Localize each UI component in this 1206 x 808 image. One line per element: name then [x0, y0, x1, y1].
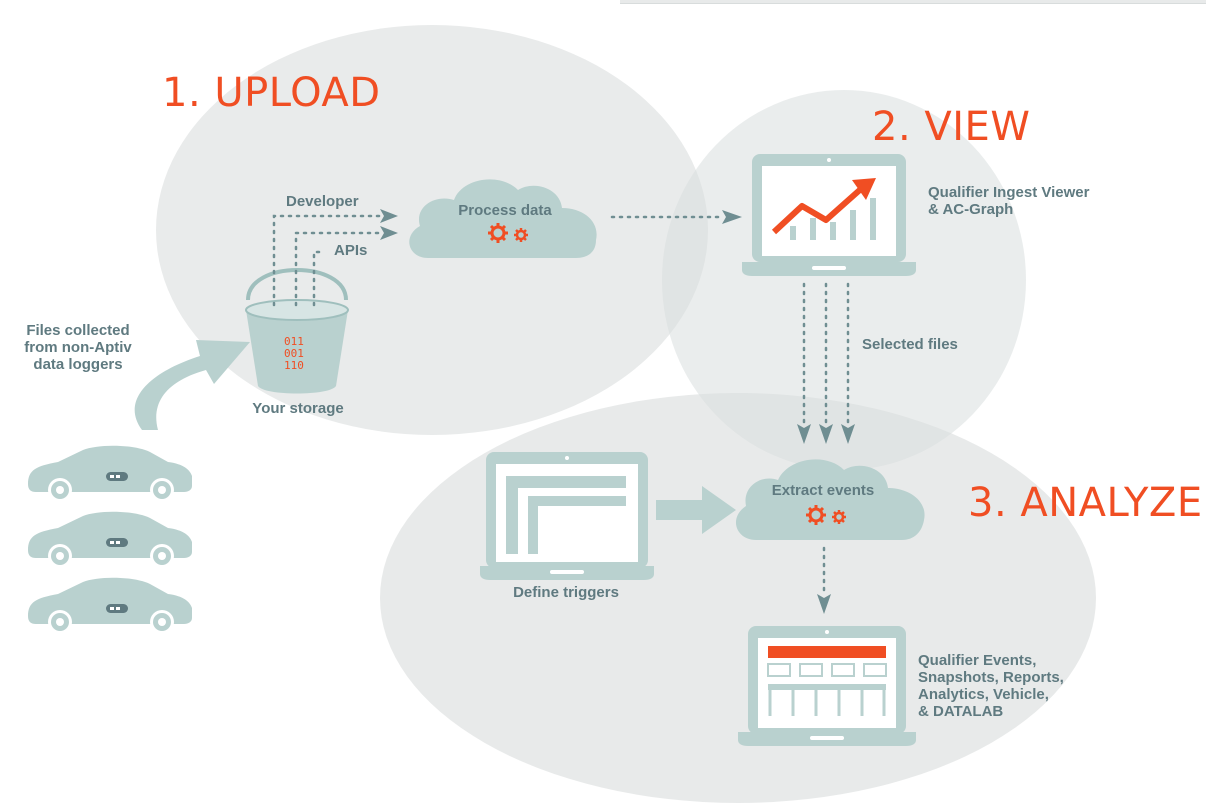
files-collected-line-3: data loggers [33, 356, 123, 373]
analyze-heading: 3. ANALYZE [968, 480, 1203, 526]
upload-heading: 1. UPLOAD [162, 70, 381, 116]
car-icon [28, 577, 192, 634]
output-laptop-icon [738, 626, 916, 746]
outputs-line-4: & DATALAB [918, 703, 1004, 720]
outputs-line-2: Snapshots, Reports, [918, 669, 1064, 686]
viewer-line-1: Qualifier Ingest Viewer [928, 184, 1090, 201]
binary-digits: 011 001 110 [284, 336, 304, 372]
extract-events-label: Extract events [771, 482, 875, 499]
process-data-cloud [409, 179, 597, 258]
outputs-label: Qualifier Events, Snapshots, Reports, An… [918, 652, 1064, 720]
outputs-line-1: Qualifier Events, [918, 652, 1037, 669]
define-triggers-label: Define triggers [513, 584, 619, 601]
process-data-label: Process data [458, 202, 552, 219]
extract-events-cloud [735, 459, 925, 540]
cloud-to-viewer-connector [610, 210, 742, 224]
viewer-line-2: & AC-Graph [928, 201, 1014, 218]
curved-arrow-icon [134, 340, 250, 430]
selected-files-label: Selected files [862, 336, 958, 353]
bucket-icon [245, 268, 349, 394]
trend-arrow-icon [771, 178, 876, 235]
your-storage-label: Your storage [252, 400, 344, 417]
analyze-region [380, 393, 1096, 803]
selected-files-connectors [797, 282, 855, 444]
binary-line-1: 011 [284, 335, 304, 348]
viewer-label: Qualifier Ingest Viewer & AC-Graph [928, 184, 1089, 218]
binary-line-3: 110 [284, 359, 304, 372]
files-collected-line-2: from non-Aptiv [24, 339, 132, 356]
view-heading: 2. VIEW [872, 104, 1031, 150]
developer-api-connectors [272, 214, 386, 307]
outputs-line-3: Analytics, Vehicle, [918, 686, 1049, 703]
files-collected-line-1: Files collected [26, 322, 130, 339]
connector-arrowheads [380, 209, 398, 240]
files-collected-label: Files collected from non-Aptiv data logg… [16, 322, 140, 373]
binary-line-2: 001 [284, 347, 304, 360]
extract-to-output-connector [817, 546, 831, 614]
apis-label: APIs [334, 242, 368, 259]
trigger-laptop-icon [480, 452, 654, 580]
car-icon [28, 445, 192, 502]
car-icon [28, 511, 192, 568]
laptop-icon [742, 154, 916, 276]
developer-label: Developer [286, 193, 359, 210]
top-edge-bar [620, 0, 1206, 4]
trigger-arrow-icon [656, 486, 736, 534]
